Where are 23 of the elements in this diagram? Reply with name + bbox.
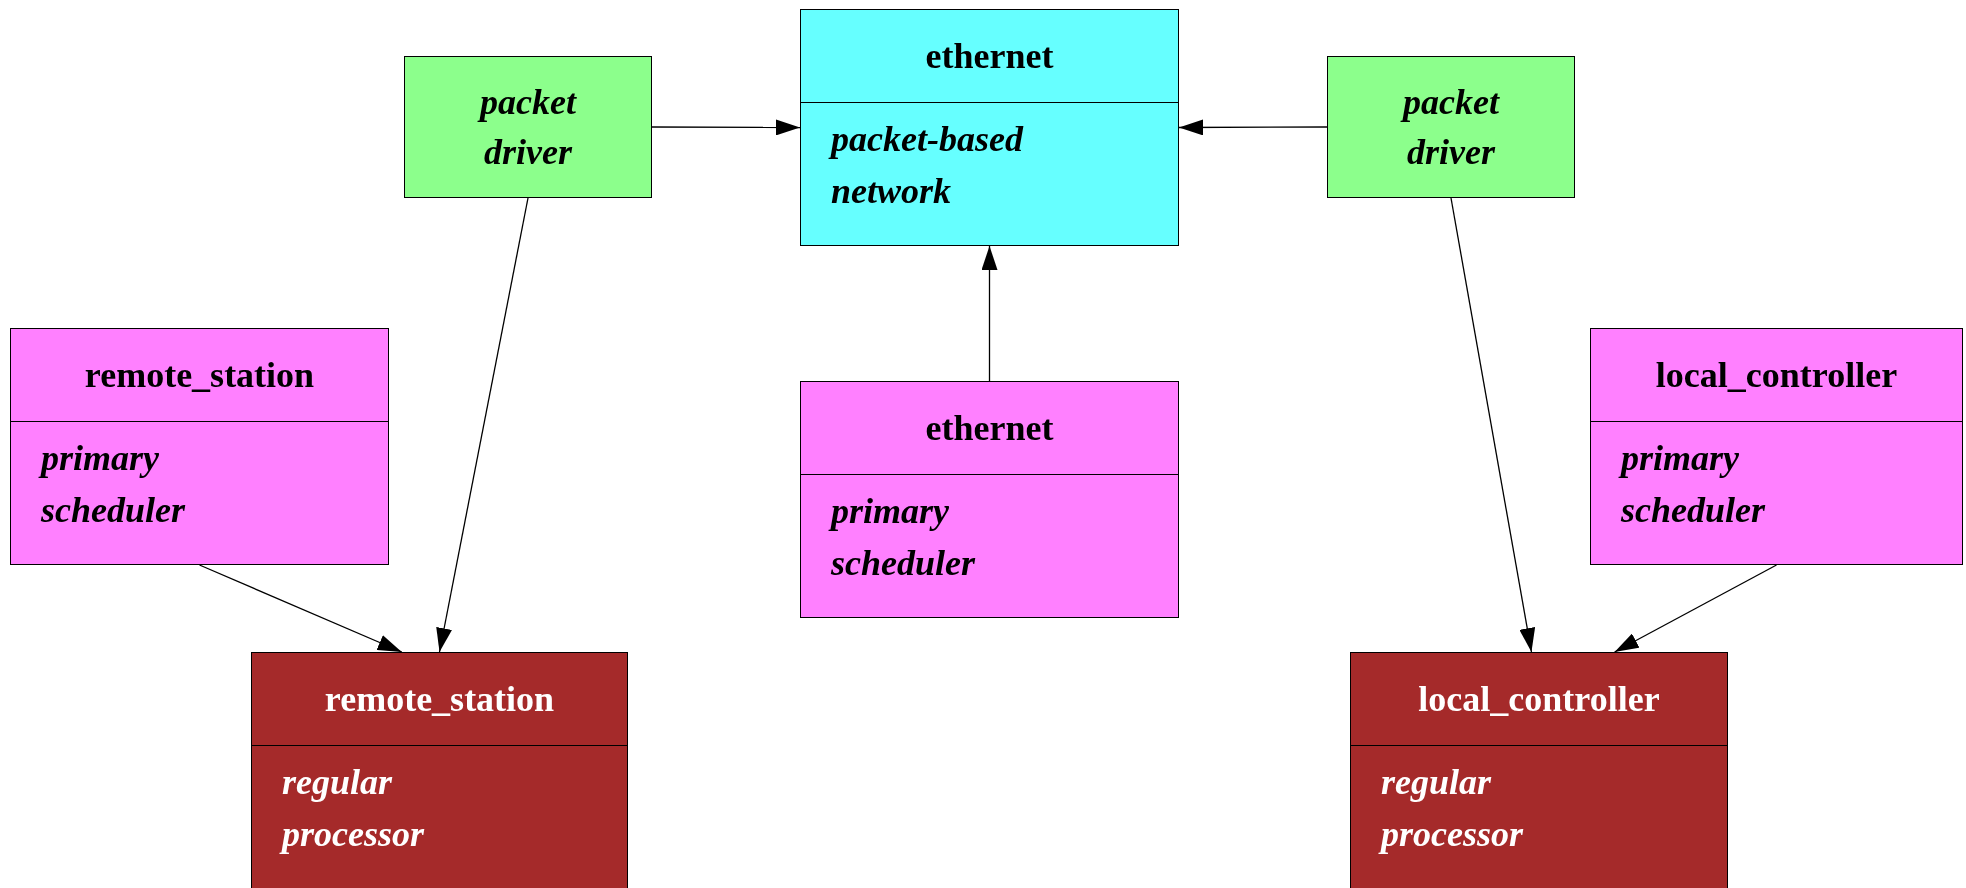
box-label: packet driver xyxy=(1376,77,1526,177)
class-box xyxy=(1590,328,1963,565)
box-title: local_controller xyxy=(1655,357,1898,393)
arrow xyxy=(436,197,529,653)
box-title: remote_station xyxy=(324,681,555,717)
component-box xyxy=(404,56,652,198)
class-box xyxy=(251,652,628,888)
box-title: remote_station xyxy=(84,357,315,393)
arrow xyxy=(1450,197,1536,653)
class-box xyxy=(800,381,1179,618)
class-box xyxy=(800,9,1179,246)
box-title: local_controller xyxy=(1418,681,1660,717)
arrow xyxy=(1178,119,1328,136)
box-title: ethernet xyxy=(925,38,1054,74)
class-box xyxy=(1350,652,1728,888)
class-box xyxy=(10,328,389,565)
arrow xyxy=(198,564,403,653)
component-box xyxy=(1327,56,1575,198)
arrow xyxy=(1613,564,1778,653)
arrow xyxy=(651,119,801,136)
box-title: ethernet xyxy=(925,410,1054,446)
box-label: packet driver xyxy=(453,77,603,177)
arrow xyxy=(981,245,998,382)
